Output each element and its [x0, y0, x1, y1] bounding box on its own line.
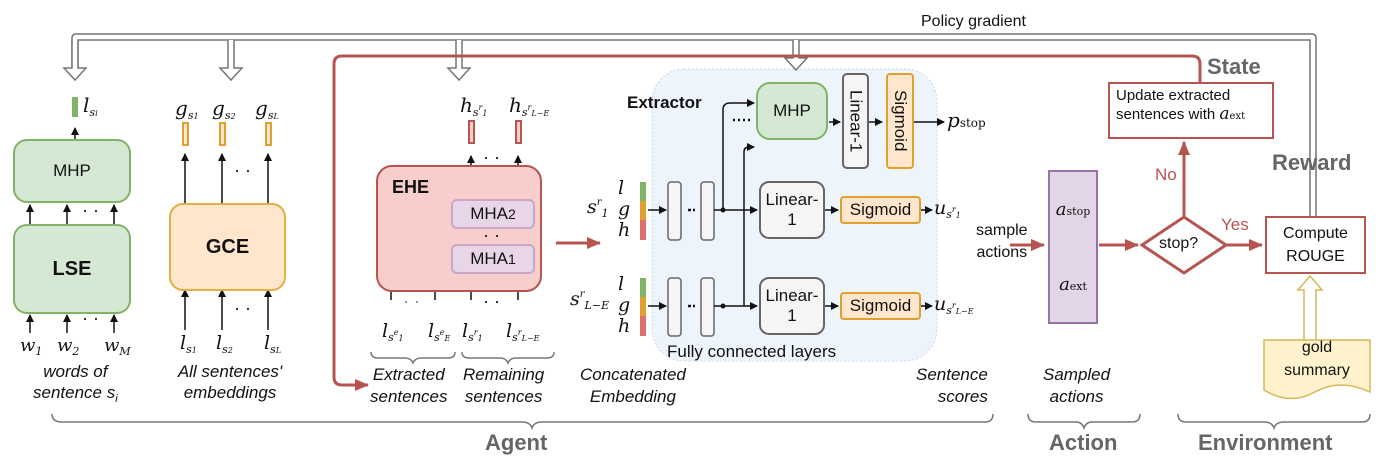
concat-vectors [640, 182, 646, 336]
fc-caption: Fully connected layers [667, 342, 837, 361]
lse-caption: words of sentence si [33, 362, 118, 405]
lse-box[interactable]: LSE [13, 224, 131, 314]
ehe-remaining-dots: · · [483, 291, 500, 311]
no-label: No [1155, 165, 1177, 184]
lse-input-w2: w2 [57, 335, 80, 358]
ehe-output-dots: · · [483, 147, 500, 167]
gce-input-dots: · · [234, 298, 251, 318]
reward-section-label: Reward [1272, 150, 1352, 175]
mhp-box[interactable]: MHP [13, 139, 131, 203]
section-braces [51, 351, 1371, 431]
row2-sentence-label: srL−E [570, 288, 610, 312]
gold-summary-label: gold summary [1284, 339, 1350, 379]
update-extracted-box[interactable]: Update extracted sentences with aext [1108, 82, 1274, 139]
lse-output-vector [72, 97, 78, 117]
a-ext-label: aext [1059, 274, 1087, 295]
lse-output-label: lsi [83, 93, 98, 119]
state-section-label: State [1207, 54, 1261, 79]
extractor-mhp-box[interactable]: MHP [756, 82, 828, 140]
row2-linear-box[interactable]: Linear-1 [759, 277, 825, 335]
ehe-label: EHE [392, 177, 430, 197]
ehe-input-le1: lse1 [382, 320, 404, 344]
sampled-actions-box[interactable]: astop aext [1048, 170, 1098, 324]
action-section-label: Action [1049, 430, 1118, 455]
gce-arrows [181, 153, 272, 330]
p-stop-label: pstop [947, 108, 986, 132]
remaining-caption: Remaining sentences [463, 365, 545, 406]
concat-caption: Concatenated Embedding [580, 365, 686, 406]
extractor-linear-vertical[interactable]: Linear-1 [842, 73, 869, 169]
gce-output-vector-1 [182, 122, 189, 146]
ehe-output-vector-LE [515, 120, 522, 144]
compute-rouge-box[interactable]: Compute ROUGE [1265, 216, 1366, 274]
gce-box[interactable]: GCE [169, 203, 286, 291]
a-stop-label: astop [1055, 199, 1091, 220]
gce-input-l2: ls2 [216, 332, 233, 356]
ehe-extracted-dots: · · [403, 291, 420, 311]
ehe-input-lr1: lsr1 [462, 320, 483, 344]
state-feedback-arrow [332, 54, 1202, 391]
lse-input-w1: w1 [20, 335, 43, 358]
scores-caption: Sentence scores [916, 365, 988, 406]
gce-output-vector-L [265, 122, 272, 146]
lse-arrows [26, 127, 118, 333]
gce-output-vector-2 [219, 122, 226, 146]
ehe-input-leE: lseE [428, 320, 451, 344]
gce-input-lL: lsL [264, 332, 282, 356]
row1-score-label: usr1 [934, 197, 961, 221]
row1-sigmoid-box[interactable]: Sigmoid [840, 196, 921, 224]
gce-output-g1: gs1 [175, 96, 199, 122]
environment-arrows [1010, 141, 1263, 251]
yes-label: Yes [1221, 215, 1249, 234]
gce-output-dots: · · [234, 160, 251, 180]
row2-sigmoid-box[interactable]: Sigmoid [840, 292, 921, 320]
gce-input-l1: ls1 [180, 332, 197, 356]
row1-sentence-label: sr1 [587, 196, 609, 220]
stop-decision-diamond [1139, 215, 1229, 275]
gold-summary-document [1263, 339, 1371, 400]
mha-dots: · · [483, 225, 500, 245]
lse-input-dots: · · [82, 308, 99, 328]
policy-gradient-label: Policy gradient [921, 13, 1026, 30]
environment-section-label: Environment [1198, 430, 1333, 455]
ehe-input-lrLE: lsrL−E [506, 320, 540, 344]
sample-actions-label: sample actions [976, 222, 1028, 261]
sampled-actions-caption: Sampled actions [1043, 365, 1111, 406]
gce-output-g2: gs2 [212, 96, 236, 122]
lse-dots: · · [82, 200, 99, 220]
ehe-output-vector-1 [468, 120, 475, 144]
extracted-caption: Extracted sentences [370, 365, 448, 406]
gce-caption: All sentences' embeddings [177, 362, 283, 402]
stop-decision-label: stop? [1159, 235, 1199, 252]
row2-score-label: usrL−E [934, 293, 974, 317]
lse-input-wm: wM [104, 335, 131, 358]
ehe-output-h1: hsr1 [460, 93, 488, 119]
gce-output-gL: gsL [255, 96, 279, 122]
ehe-output-hLE: hsrL−E [509, 93, 550, 119]
agent-section-label: Agent [485, 430, 548, 455]
extractor-title: Extractor [627, 93, 702, 112]
extractor-sigmoid-vertical[interactable]: Sigmoid [886, 73, 914, 169]
gold-summary-arrow [1296, 274, 1324, 340]
row1-linear-box[interactable]: Linear-1 [759, 181, 825, 239]
fc-layers [667, 181, 715, 337]
